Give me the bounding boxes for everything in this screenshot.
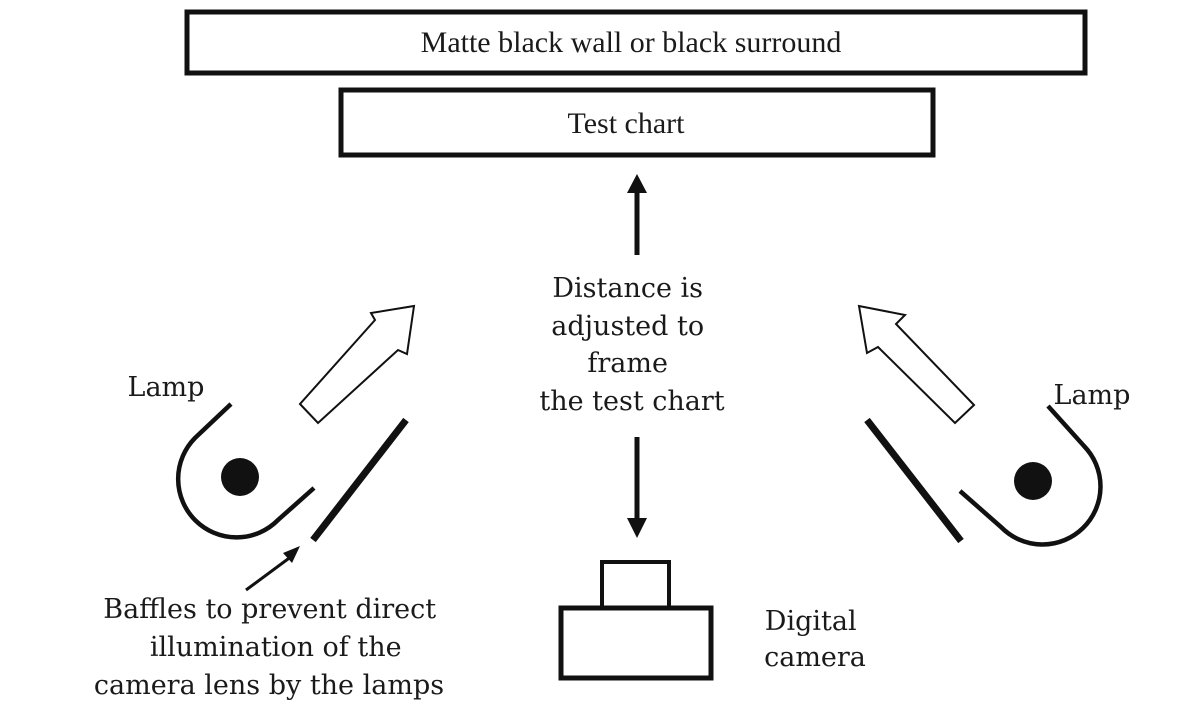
- left-lamp-reflector: [175, 402, 316, 540]
- baffle-pointer-arrow: [245, 546, 300, 592]
- camera-label-line-1: Digital: [765, 606, 857, 637]
- arrow-up-head: [627, 174, 647, 193]
- distance-note-line-2: adjusted to: [551, 311, 704, 342]
- left-baffle: [310, 417, 409, 543]
- baffles-note-line-3: camera lens by the lamps: [94, 670, 444, 701]
- right-lamp-label: Lamp: [1054, 380, 1131, 411]
- left-lamp-label: Lamp: [128, 372, 205, 403]
- test-chart-box: Test chart: [338, 87, 936, 158]
- wall-box: Matte black wall or black surround: [184, 9, 1088, 76]
- left-light-direction-arrow: [298, 304, 416, 425]
- distance-arrow-up: [627, 174, 647, 255]
- baffles-note-line-1: Baffles to prevent direct: [103, 594, 436, 625]
- right-lamp-icon: [958, 404, 1103, 547]
- distance-note-line-4: the test chart: [539, 386, 724, 417]
- test-chart-label: Test chart: [567, 107, 685, 140]
- left-lamp-icon: [175, 402, 316, 540]
- camera-body: [558, 605, 714, 681]
- arrow-down-head: [627, 518, 647, 538]
- camera-label-line-2: camera: [764, 642, 866, 673]
- camera-icon: [558, 560, 714, 681]
- distance-arrow-down: [627, 437, 647, 538]
- distance-note: Distance is adjusted to frame the test c…: [539, 273, 724, 417]
- right-baffle: [864, 417, 964, 544]
- baffles-note: Baffles to prevent direct illumination o…: [94, 594, 445, 701]
- left-lamp-bulb: [221, 458, 259, 496]
- camera-viewfinder: [600, 560, 671, 610]
- right-light-direction-arrow: [857, 304, 976, 425]
- right-lamp-reflector: [958, 404, 1103, 547]
- right-lamp-bulb: [1014, 462, 1052, 500]
- wall-rect: [184, 9, 1088, 76]
- baffle-pointer-head: [283, 546, 300, 563]
- distance-note-line-1: Distance is: [552, 273, 703, 304]
- wall-label: Matte black wall or black surround: [421, 26, 842, 59]
- test-chart-rect: [338, 87, 936, 158]
- camera-label: Digital camera: [764, 606, 866, 673]
- baffle-pointer-shaft: [245, 554, 293, 592]
- baffles-note-line-2: illumination of the: [150, 632, 402, 663]
- distance-note-line-3: frame: [587, 348, 668, 379]
